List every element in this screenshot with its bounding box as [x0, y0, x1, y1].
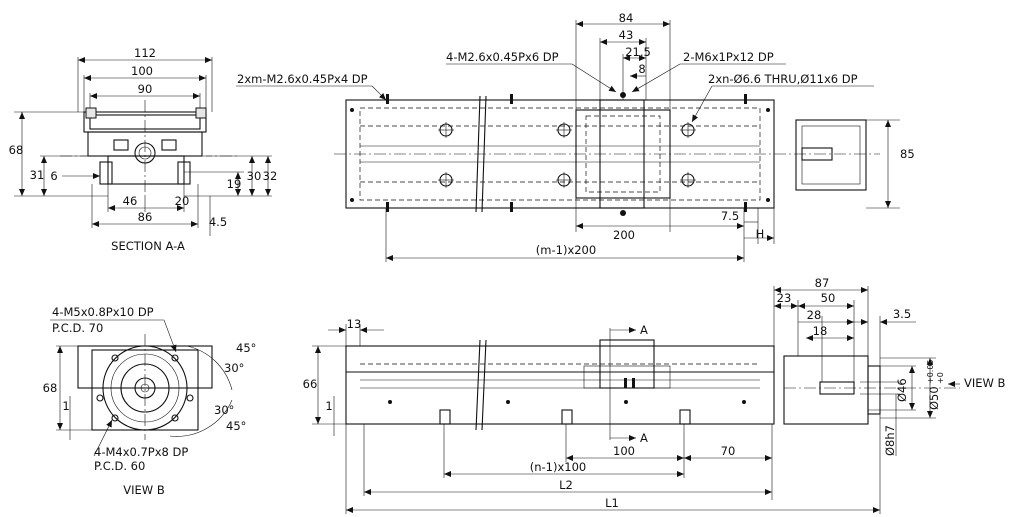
- dim-43: 43: [619, 28, 634, 42]
- section-mark-a-top: A: [640, 323, 648, 337]
- callout-thru: 2xn-Ø6.6 THRU,Ø11x6 DP: [708, 72, 858, 86]
- dim-m-1-x200: (m-1)x200: [536, 243, 596, 257]
- dim-87: 87: [815, 276, 830, 290]
- callout-m4: 4-M4x0.7Px8 DP: [94, 445, 188, 459]
- dim-6: 6: [50, 169, 57, 183]
- dim-85: 85: [900, 147, 915, 161]
- section-a-a-view: 112 100 90 68 31 6: [9, 46, 278, 253]
- dim-4-5: 4.5: [209, 215, 227, 229]
- dim-n-1-x100: (n-1)x100: [530, 460, 586, 474]
- dim-84: 84: [619, 11, 634, 25]
- dim-32: 32: [263, 169, 278, 183]
- dim-90: 90: [138, 82, 153, 96]
- view-b: 68 1 4-M5x0.8Px10 DP P.C.D. 70 4-M4x0.7P…: [43, 305, 257, 497]
- dim-68: 68: [9, 143, 24, 157]
- callout-m2-6-4: 4-M2.6x0.45Px6 DP: [446, 50, 559, 64]
- dim-31: 31: [30, 168, 45, 182]
- dim-dia-8h7: Ø8h7: [883, 425, 897, 456]
- dim-68-view-b: 68: [43, 381, 58, 395]
- dim-23: 23: [777, 291, 792, 305]
- dim-100: 100: [131, 64, 153, 78]
- dim-1-view-b: 1: [62, 399, 69, 413]
- dim-21-5: 21.5: [625, 45, 651, 59]
- dim-86: 86: [138, 210, 153, 224]
- callout-pcd70: P.C.D. 70: [52, 321, 103, 335]
- dim-112: 112: [134, 46, 156, 60]
- callout-m5: 4-M5x0.8Px10 DP: [52, 305, 154, 319]
- dim-3-5: 3.5: [893, 307, 911, 321]
- dim-50: 50: [821, 291, 836, 305]
- mounting-holes: [350, 92, 770, 216]
- dim-100: 100: [613, 444, 635, 458]
- front-view: A A 87 23 50 28 18 3.5 13 66 1: [303, 276, 1006, 514]
- dim-h: H: [756, 227, 765, 241]
- dim-19: 19: [227, 177, 242, 191]
- dim-dia-50: Ø50: [927, 386, 941, 410]
- angle-30-top: 30°: [224, 361, 244, 375]
- dim-l2: L2: [559, 478, 573, 492]
- callout-m2-6-2xm: 2xm-M2.6x0.45Px4 DP: [237, 72, 368, 86]
- top-view: 84 43 21.5 8 2xm-M2.6x0.45Px4 DP 4-M2.6x…: [236, 11, 915, 262]
- dim-28: 28: [807, 308, 822, 322]
- callout-m6: 2-M6x1Px12 DP: [683, 50, 774, 64]
- tol-lower: +0: [936, 372, 945, 384]
- dim-1-front: 1: [325, 399, 332, 413]
- angle-30-bottom: 30°: [214, 403, 234, 417]
- callout-pcd60: P.C.D. 60: [94, 459, 145, 473]
- dim-66: 66: [303, 377, 318, 391]
- caption-section-a-a: SECTION A-A: [111, 239, 185, 253]
- dim-7-5: 7.5: [721, 209, 739, 223]
- tol-upper: +0.05: [926, 359, 935, 384]
- section-mark-a-bottom: A: [640, 431, 648, 445]
- angle-45-bottom: 45°: [226, 419, 246, 433]
- dim-70: 70: [721, 444, 736, 458]
- dim-200: 200: [613, 228, 635, 242]
- dim-dia-46: Ø46: [895, 378, 909, 402]
- caption-view-b: VIEW B: [123, 483, 165, 497]
- view-b-pointer: VIEW B: [964, 376, 1006, 390]
- dim-8: 8: [638, 62, 645, 76]
- angle-45-top: 45°: [236, 341, 256, 355]
- dim-18: 18: [813, 324, 828, 338]
- dim-20: 20: [175, 194, 190, 208]
- dim-46: 46: [123, 194, 138, 208]
- dim-l1: L1: [605, 496, 619, 510]
- dim-13: 13: [347, 317, 362, 331]
- dim-30: 30: [247, 169, 262, 183]
